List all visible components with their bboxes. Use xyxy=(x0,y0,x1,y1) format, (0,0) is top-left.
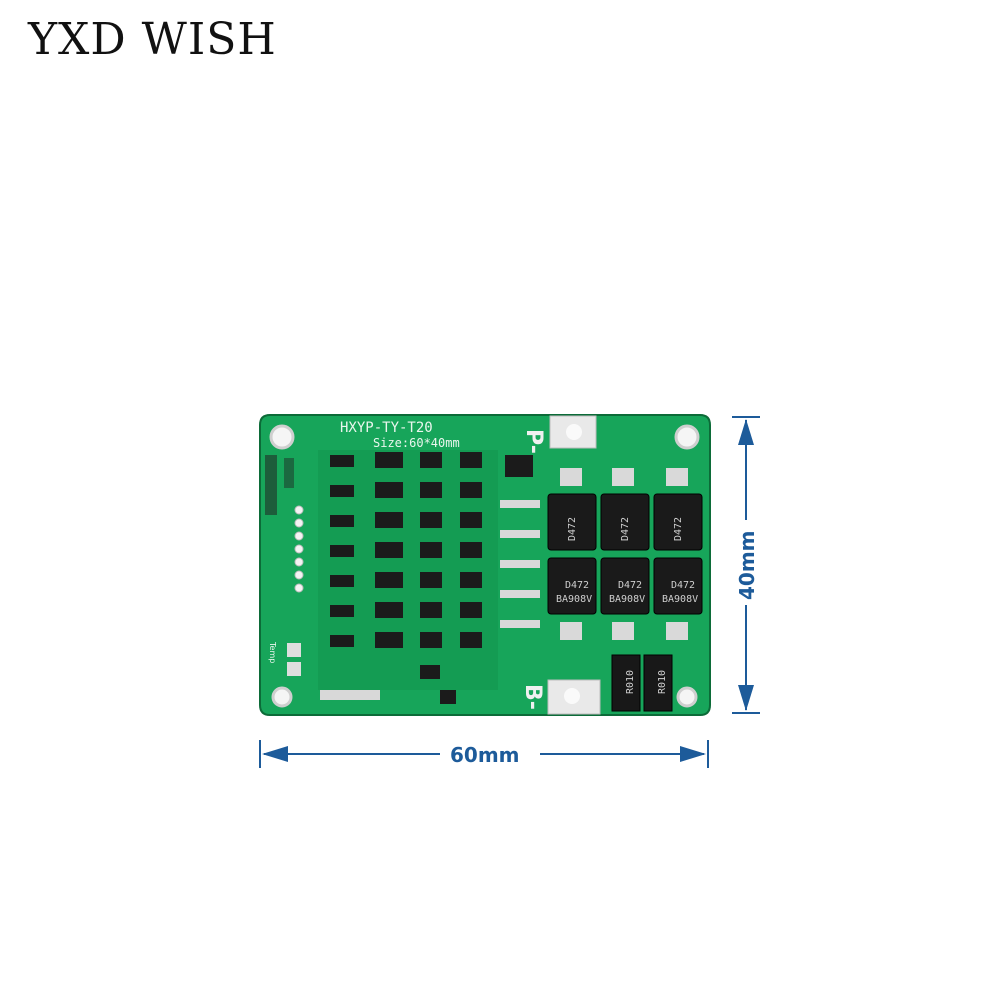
b-minus-pad: B- xyxy=(520,679,601,715)
pcb-board: HXYP-TY-T20 Size:60*40mm P- B- Temp xyxy=(259,414,711,716)
shunt-resistor xyxy=(643,654,673,712)
p-minus-pad: P- xyxy=(521,415,597,454)
p-minus-label: P- xyxy=(521,429,546,454)
temp-pad xyxy=(287,662,301,676)
mosfet-array: D472 D472 D472 D472 D472 D472 BA908V BA9… xyxy=(547,468,703,712)
board-model-label: HXYP-TY-T20 xyxy=(340,420,433,436)
balance-connector xyxy=(294,505,304,593)
mosfet-code: D472 xyxy=(618,580,642,591)
mounting-hole xyxy=(674,424,700,450)
shunt-label: R010 xyxy=(625,670,636,694)
mounting-hole xyxy=(271,686,293,708)
width-label: 60mm xyxy=(450,743,520,767)
mounting-hole xyxy=(676,686,698,708)
mounting-hole xyxy=(269,424,295,450)
mosfet-lot: BA908V xyxy=(662,594,698,605)
mosfet-code: D472 xyxy=(565,580,589,591)
shunt-label: R010 xyxy=(657,670,668,694)
board-size-label: Size:60*40mm xyxy=(373,436,460,450)
shunt-resistor xyxy=(611,654,641,712)
mosfet-code: D472 xyxy=(567,517,578,541)
component-array xyxy=(265,450,540,704)
mosfet-lot: BA908V xyxy=(556,594,592,605)
brand-watermark: YXD WISH xyxy=(28,14,277,65)
height-dimension xyxy=(732,416,760,714)
mosfet-code: D472 xyxy=(671,580,695,591)
height-label: 40mm xyxy=(735,530,759,600)
mosfet-code: D472 xyxy=(620,517,631,541)
mosfet-code: D472 xyxy=(673,517,684,541)
b-minus-label: B- xyxy=(520,684,545,710)
temp-label: Temp xyxy=(268,641,277,663)
width-dimension xyxy=(259,740,709,768)
mosfet-lot: BA908V xyxy=(609,594,645,605)
temp-pad xyxy=(287,643,301,657)
